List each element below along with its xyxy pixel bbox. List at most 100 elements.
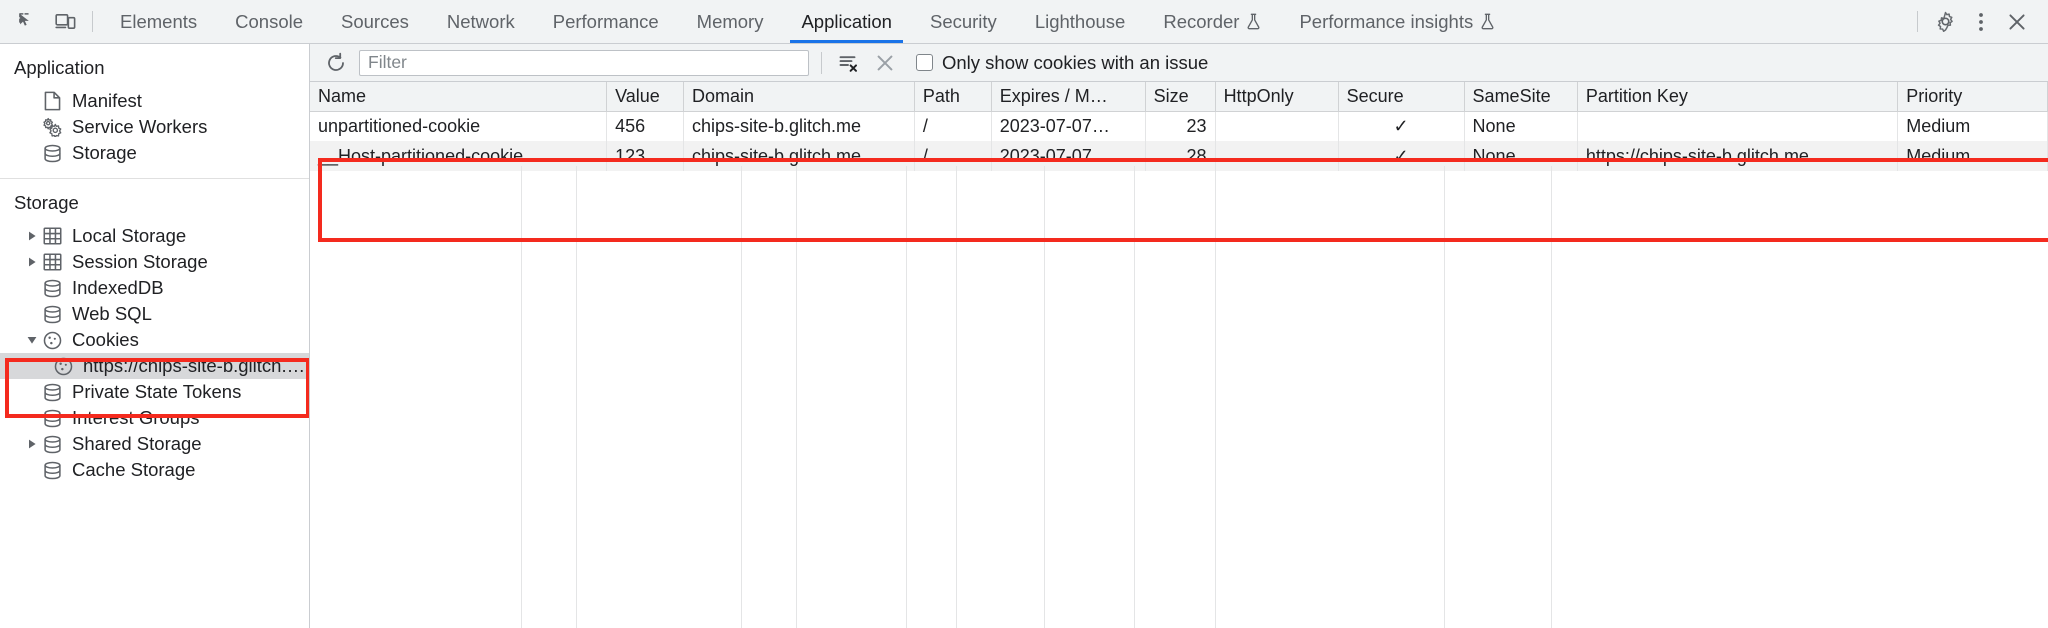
cell-samesite: None	[1464, 111, 1578, 141]
tab-label: Lighthouse	[1034, 10, 1126, 32]
sidebar-item-label: Web SQL	[72, 303, 152, 324]
cell-domain: chips-site-b.glitch.me	[683, 141, 915, 171]
settings-gear-icon[interactable]	[1928, 7, 1962, 37]
tab-label: Memory	[696, 10, 764, 32]
tab-security[interactable]: Security	[911, 0, 1016, 43]
cell-name: unpartitioned-cookie	[310, 111, 608, 141]
sidebar-section-application: Application Manifest	[0, 44, 309, 178]
sidebar-item-label: Session Storage	[72, 251, 208, 272]
column-header-value[interactable]: Value	[606, 82, 684, 112]
column-header-path[interactable]: Path	[914, 82, 992, 112]
sidebar-item-label: Interest Groups	[72, 407, 200, 428]
cell-path: /	[914, 111, 992, 141]
database-icon	[41, 278, 63, 298]
more-options-icon[interactable]	[1964, 7, 1998, 37]
chevron-right-icon[interactable]	[24, 228, 40, 244]
sidebar-item-label: Storage	[72, 142, 137, 163]
tab-performance-insights[interactable]: Performance insights	[1280, 0, 1514, 43]
cookies-table-container: Name Value Domain Path Expires / M… Size…	[310, 82, 2048, 628]
document-icon	[41, 91, 63, 111]
sidebar-item-indexeddb[interactable]: IndexedDB	[0, 275, 309, 301]
only-issues-checkbox-row[interactable]: Only show cookies with an issue	[912, 52, 1212, 74]
column-header-httponly[interactable]: HttpOnly	[1215, 82, 1339, 112]
column-header-secure[interactable]: Secure	[1338, 82, 1465, 112]
panel-tab-list: Elements Console Sources Network Perform…	[101, 0, 1913, 43]
tab-label: Security	[929, 10, 997, 32]
database-icon	[41, 434, 63, 454]
clear-filtered-cookies-icon[interactable]	[834, 49, 862, 77]
inspect-element-icon[interactable]	[10, 7, 44, 37]
toolbar-right-icons	[1913, 0, 2048, 43]
column-header-partition-key[interactable]: Partition Key	[1577, 82, 1899, 112]
cookies-table-header: Name Value Domain Path Expires / M… Size…	[310, 82, 2048, 112]
sidebar-item-service-workers[interactable]: Service Workers	[0, 114, 309, 140]
cookies-main-panel: Only show cookies with an issue Name Val…	[310, 44, 2048, 628]
tab-elements[interactable]: Elements	[101, 0, 216, 43]
tab-performance[interactable]: Performance	[534, 0, 678, 43]
table-row[interactable]: __Host-partitioned-cookie 123 chips-site…	[310, 141, 2048, 171]
cell-name: __Host-partitioned-cookie	[310, 141, 608, 171]
cell-httponly	[1215, 141, 1339, 171]
chevron-down-icon[interactable]	[24, 332, 40, 348]
filter-toolbar-divider	[821, 51, 822, 74]
sidebar-item-label: Cache Storage	[72, 459, 196, 480]
sidebar-item-shared-storage[interactable]: Shared Storage	[0, 431, 309, 457]
column-header-expires[interactable]: Expires / M…	[991, 82, 1146, 112]
cookies-table: Name Value Domain Path Expires / M… Size…	[310, 82, 2048, 171]
sidebar-item-private-state-tokens[interactable]: Private State Tokens	[0, 379, 309, 405]
experiment-flask-icon	[1246, 13, 1261, 30]
tab-label: Sources	[341, 10, 409, 32]
column-header-size[interactable]: Size	[1145, 82, 1216, 112]
tab-label: Performance	[552, 10, 659, 32]
gears-icon	[41, 117, 63, 137]
cell-path: /	[914, 141, 992, 171]
column-header-priority[interactable]: Priority	[1897, 82, 2048, 112]
column-header-name[interactable]: Name	[310, 82, 608, 112]
database-icon	[41, 460, 63, 480]
column-header-domain[interactable]: Domain	[683, 82, 915, 112]
sidebar-item-cookie-origin[interactable]: https://chips-site-b.glitch.me	[0, 353, 309, 379]
experiment-flask-icon	[1480, 13, 1495, 30]
device-toolbar-icon[interactable]	[48, 7, 82, 37]
cell-size: 28	[1145, 141, 1216, 171]
tab-label: Elements	[120, 10, 198, 32]
only-issues-checkbox[interactable]	[916, 54, 933, 71]
sidebar-section-title: Storage	[14, 192, 79, 213]
cell-httponly	[1215, 111, 1339, 141]
cell-priority: Medium	[1897, 111, 2048, 141]
tab-recorder[interactable]: Recorder	[1144, 0, 1280, 43]
database-icon	[41, 304, 63, 324]
sidebar-section-storage: Storage Local Storage	[0, 178, 309, 495]
sidebar-item-cache-storage[interactable]: Cache Storage	[0, 457, 309, 483]
tab-lighthouse[interactable]: Lighthouse	[1016, 0, 1145, 43]
clear-all-cookies-icon[interactable]	[871, 49, 899, 77]
sidebar-item-label: Local Storage	[72, 225, 187, 246]
refresh-icon[interactable]	[322, 49, 350, 77]
sidebar-item-manifest[interactable]: Manifest	[0, 88, 309, 114]
sidebar-item-session-storage[interactable]: Session Storage	[0, 249, 309, 275]
tab-memory[interactable]: Memory	[678, 0, 783, 43]
cookie-icon	[41, 330, 63, 350]
tab-console[interactable]: Console	[216, 0, 322, 43]
database-icon	[41, 143, 63, 163]
sidebar-item-storage[interactable]: Storage	[0, 140, 309, 166]
tab-label: Performance insights	[1299, 10, 1474, 32]
sidebar-item-interest-groups[interactable]: Interest Groups	[0, 405, 309, 431]
table-row[interactable]: unpartitioned-cookie 456 chips-site-b.gl…	[310, 111, 2048, 141]
sidebar-item-web-sql[interactable]: Web SQL	[0, 301, 309, 327]
sidebar-item-cookies[interactable]: Cookies	[0, 327, 309, 353]
application-sidebar: Application Manifest	[0, 44, 310, 628]
column-header-samesite[interactable]: SameSite	[1464, 82, 1578, 112]
sidebar-item-label: Service Workers	[72, 116, 208, 137]
tab-application[interactable]: Application	[782, 0, 911, 43]
cookies-filter-toolbar: Only show cookies with an issue	[310, 44, 2048, 82]
chevron-right-icon[interactable]	[24, 254, 40, 270]
sidebar-item-local-storage[interactable]: Local Storage	[0, 223, 309, 249]
tab-sources[interactable]: Sources	[322, 0, 428, 43]
sidebar-item-label: Private State Tokens	[72, 381, 242, 402]
close-devtools-icon[interactable]	[2000, 7, 2034, 37]
filter-input[interactable]	[359, 49, 809, 76]
cell-size: 23	[1145, 111, 1216, 141]
tab-network[interactable]: Network	[428, 0, 534, 43]
chevron-right-icon[interactable]	[24, 436, 40, 452]
